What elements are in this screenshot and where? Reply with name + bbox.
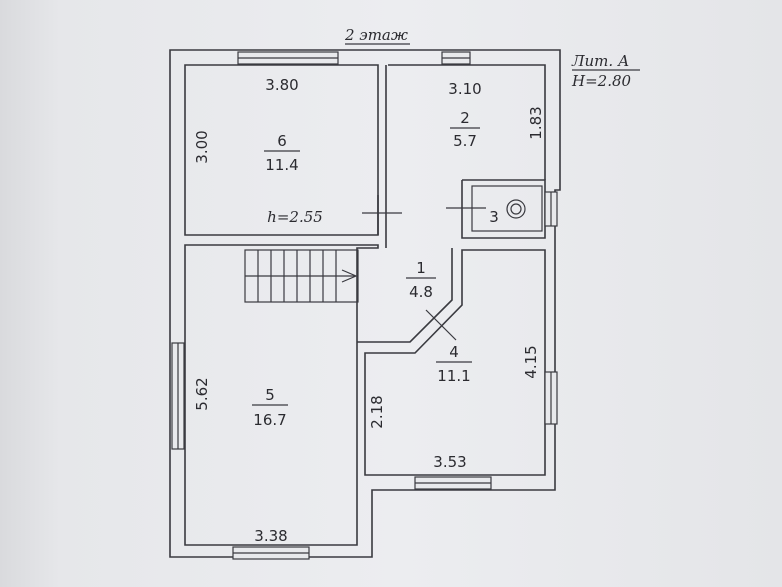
dimension: 2.18	[368, 395, 386, 428]
room-area: 16.7	[253, 411, 286, 429]
outer-wall	[169, 49, 561, 558]
dimension: 5.62	[193, 377, 211, 410]
room-area: 11.1	[437, 367, 470, 385]
room-2-outline	[388, 64, 546, 180]
room-2-lower	[461, 179, 546, 239]
room-number: 1	[416, 259, 426, 277]
floor-label: 2 этаж	[344, 26, 408, 44]
stairs	[244, 249, 359, 303]
room-4-outline	[364, 249, 546, 476]
room-area: 5.7	[453, 132, 477, 150]
ceiling-height: h=2.55	[267, 208, 323, 226]
dimension: 3.10	[448, 80, 481, 98]
wall-1-4	[357, 248, 453, 343]
height-label: H=2.80	[571, 72, 632, 90]
dimension: 1.83	[527, 106, 545, 139]
door	[425, 309, 457, 341]
dimension: 3.38	[254, 527, 287, 545]
room-number: 2	[460, 109, 470, 127]
room-number: 4	[449, 343, 459, 361]
room-number: 6	[277, 132, 287, 150]
room-area: 4.8	[409, 283, 433, 301]
room-number: 5	[265, 386, 275, 404]
dimension: 3.53	[433, 453, 466, 471]
dimension: 3.00	[193, 130, 211, 163]
liter-label: Лит. А	[571, 52, 629, 70]
room-area: 11.4	[265, 156, 298, 174]
dimension: 4.15	[522, 345, 540, 378]
stove-icon	[506, 199, 526, 219]
windows	[171, 51, 558, 560]
dimension: 3.80	[265, 76, 298, 94]
room-number: 3	[489, 208, 499, 226]
room-5-outline	[184, 244, 379, 546]
